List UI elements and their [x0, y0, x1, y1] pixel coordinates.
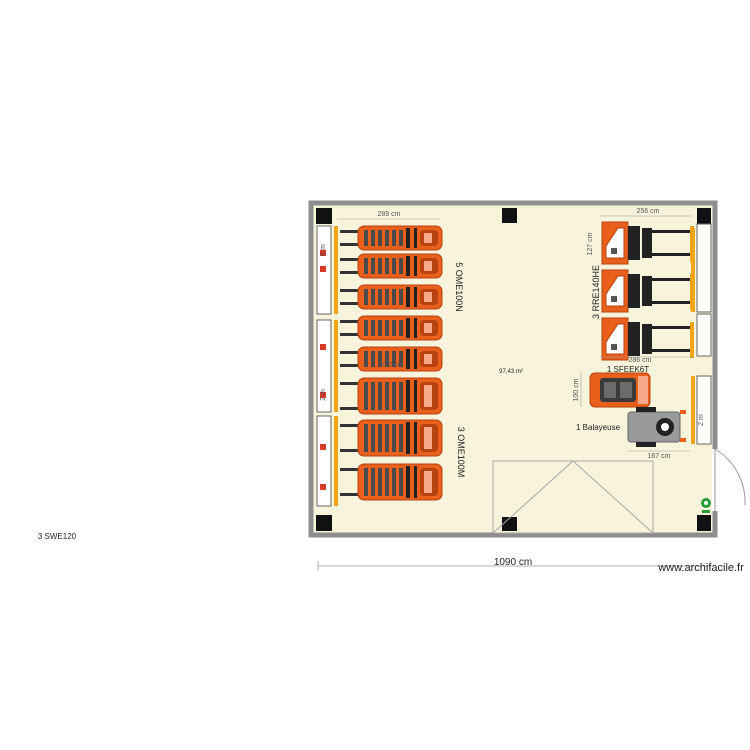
rail	[334, 416, 338, 506]
ome100n-machine	[340, 284, 443, 310]
dim-right-top-width: 256 cm	[637, 208, 660, 215]
room-area: 97,43 m²	[499, 369, 523, 375]
ome100n-machine	[340, 315, 443, 341]
dim-left-width: 289 cm	[378, 211, 401, 218]
dim-right-mid-width: 286 cm	[629, 357, 652, 364]
right-machine-group	[601, 221, 694, 361]
pillar	[697, 208, 711, 224]
dim-right-top-depth: 127 cm	[587, 232, 594, 255]
dim-sweeper-width: 167 cm	[648, 453, 671, 460]
label-group-right-mid: 1 SFEEK6T	[607, 365, 649, 374]
rre140he-machine	[601, 317, 694, 361]
exit-sign-icon	[701, 498, 711, 513]
rre140he-machine	[601, 221, 694, 265]
rack-dim-2: 2 m	[320, 389, 327, 401]
rail	[691, 376, 695, 444]
ome100n-machine	[340, 346, 443, 372]
rail	[691, 228, 695, 312]
label-group-left-top: 5 OME100N	[454, 262, 464, 312]
label-group-left-bottom: 3 OME100M	[456, 427, 466, 478]
ome100m-machine	[340, 377, 443, 415]
pillar	[316, 208, 332, 224]
right-racks	[696, 223, 712, 445]
ome100m-machine	[340, 463, 443, 501]
rail	[334, 320, 338, 412]
rack-dim-3: 2 m	[698, 414, 705, 426]
pillar	[316, 515, 332, 531]
sweeper-vehicle	[627, 407, 686, 447]
ome100m-machine	[340, 419, 443, 457]
hatched-zone	[492, 460, 654, 534]
left-machine-group	[340, 225, 443, 501]
rre140he-machine	[601, 269, 694, 313]
left-racks	[316, 225, 332, 507]
outside-label: 3 SWE120	[38, 532, 77, 541]
pillar	[697, 515, 711, 531]
pillar	[502, 517, 517, 531]
sfeek6t-vehicle	[589, 372, 651, 408]
watermark: www.archifacile.fr	[657, 562, 744, 574]
label-sweeper: 1 Balayeuse	[576, 423, 621, 432]
ome100n-machine	[340, 225, 443, 251]
rail	[334, 226, 338, 314]
pillar	[502, 208, 517, 223]
dim-left-depth: 30 2 cm	[379, 362, 404, 369]
label-group-right-top: 3 RRE140HE	[591, 265, 601, 319]
rack-dim-1: 6 m	[320, 244, 327, 256]
ome100n-machine	[340, 253, 443, 279]
dim-right-mid-depth: 100 cm	[573, 378, 580, 401]
door-swing	[714, 448, 746, 511]
dim-total-width: 1090 cm	[494, 557, 532, 568]
